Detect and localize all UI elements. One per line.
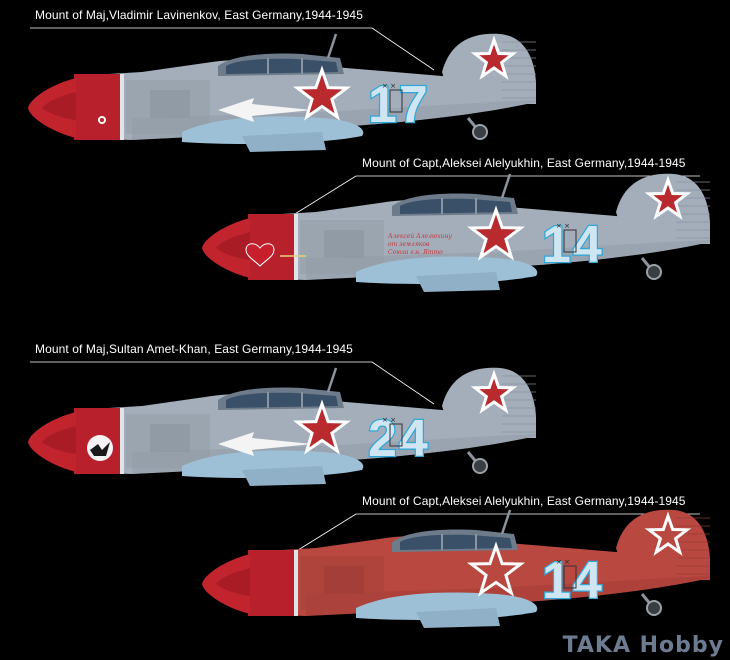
tailwheel bbox=[646, 600, 662, 616]
fuselage-number: 24 bbox=[368, 410, 430, 468]
undercarriage-door bbox=[242, 466, 326, 486]
exhaust-panel bbox=[324, 566, 364, 594]
exhaust-panel bbox=[150, 90, 190, 118]
nose-stripe bbox=[294, 550, 298, 616]
hatch-marks: × × bbox=[382, 82, 396, 90]
caption-4: Mount of Capt,Aleksei Alelyukhin, East G… bbox=[362, 494, 686, 508]
exhaust-panel bbox=[324, 230, 364, 258]
hatch-panel bbox=[563, 229, 577, 253]
caption-3: Mount of Maj,Sultan Amet-Khan, East Germ… bbox=[35, 342, 353, 356]
hatch-panel bbox=[389, 423, 403, 447]
exhaust-panel bbox=[150, 424, 190, 452]
hatch-panel bbox=[389, 89, 403, 113]
tailwheel bbox=[472, 124, 488, 140]
nose-band bbox=[248, 550, 294, 616]
spinner-shade bbox=[42, 426, 76, 454]
fuselage-inscription-line: от земляков bbox=[388, 241, 430, 248]
undercarriage-door bbox=[242, 132, 326, 152]
fuselage-inscription-line: Союза г.н. Ятто bbox=[388, 249, 443, 256]
watermark: TAKA Hobby bbox=[562, 633, 724, 658]
eagle-silhouette bbox=[90, 442, 110, 456]
heart-icon bbox=[245, 243, 275, 267]
fuselage-star-icon bbox=[292, 65, 352, 121]
spinner-shade bbox=[216, 232, 250, 260]
undercarriage-door bbox=[416, 272, 500, 292]
antenna-mast bbox=[326, 33, 338, 59]
fuselage-arrow bbox=[218, 98, 312, 122]
caption-1: Mount of Maj,Vladimir Lavinenkov, East G… bbox=[35, 8, 363, 22]
nose-stripe bbox=[294, 214, 298, 280]
nose-stripe bbox=[120, 74, 124, 140]
tailwheel bbox=[646, 264, 662, 280]
nose-band bbox=[74, 74, 120, 140]
fuselage-star-icon bbox=[466, 205, 526, 261]
fuselage-number: 14 bbox=[542, 552, 604, 610]
undercarriage-door bbox=[416, 608, 500, 628]
caption-2: Mount of Capt,Aleksei Alelyukhin, East G… bbox=[362, 156, 686, 170]
fuselage-number: 17 bbox=[368, 76, 430, 134]
antenna-mast bbox=[500, 173, 512, 199]
canopy-glass bbox=[226, 392, 338, 408]
tail-star-icon bbox=[644, 511, 692, 556]
hatch-marks: × × bbox=[556, 222, 570, 230]
antenna-mast bbox=[500, 509, 512, 535]
aircraft-1: 17× × bbox=[28, 33, 536, 152]
tail-star-icon bbox=[470, 35, 518, 80]
antenna-mast bbox=[326, 367, 338, 393]
hatch-panel bbox=[563, 565, 577, 589]
fuselage-number: 14 bbox=[542, 216, 604, 274]
hatch-marks: × × bbox=[382, 416, 396, 424]
leader-line-3b bbox=[371, 361, 435, 405]
aircraft-4: 14× × bbox=[202, 509, 710, 628]
hatch-marks: × × bbox=[556, 558, 570, 566]
spinner-shade bbox=[216, 568, 250, 596]
fuselage-star-icon bbox=[292, 399, 352, 455]
tail-star-icon bbox=[470, 369, 518, 414]
nose-stripe bbox=[120, 408, 124, 474]
fuselage-star-icon bbox=[466, 541, 526, 597]
tail-star-icon bbox=[644, 175, 692, 220]
nose-roundel-center bbox=[100, 118, 104, 122]
canopy-glass bbox=[226, 58, 338, 74]
canopy-glass bbox=[400, 198, 512, 214]
aircraft-3: 24× × bbox=[28, 367, 536, 486]
leader-line-1b bbox=[371, 27, 435, 71]
fuselage-arrow bbox=[218, 432, 312, 456]
spinner-shade bbox=[42, 92, 76, 120]
canopy-glass bbox=[400, 534, 512, 550]
tailwheel bbox=[472, 458, 488, 474]
fuselage-inscription-line: Алексей Алелюхину bbox=[387, 233, 452, 240]
